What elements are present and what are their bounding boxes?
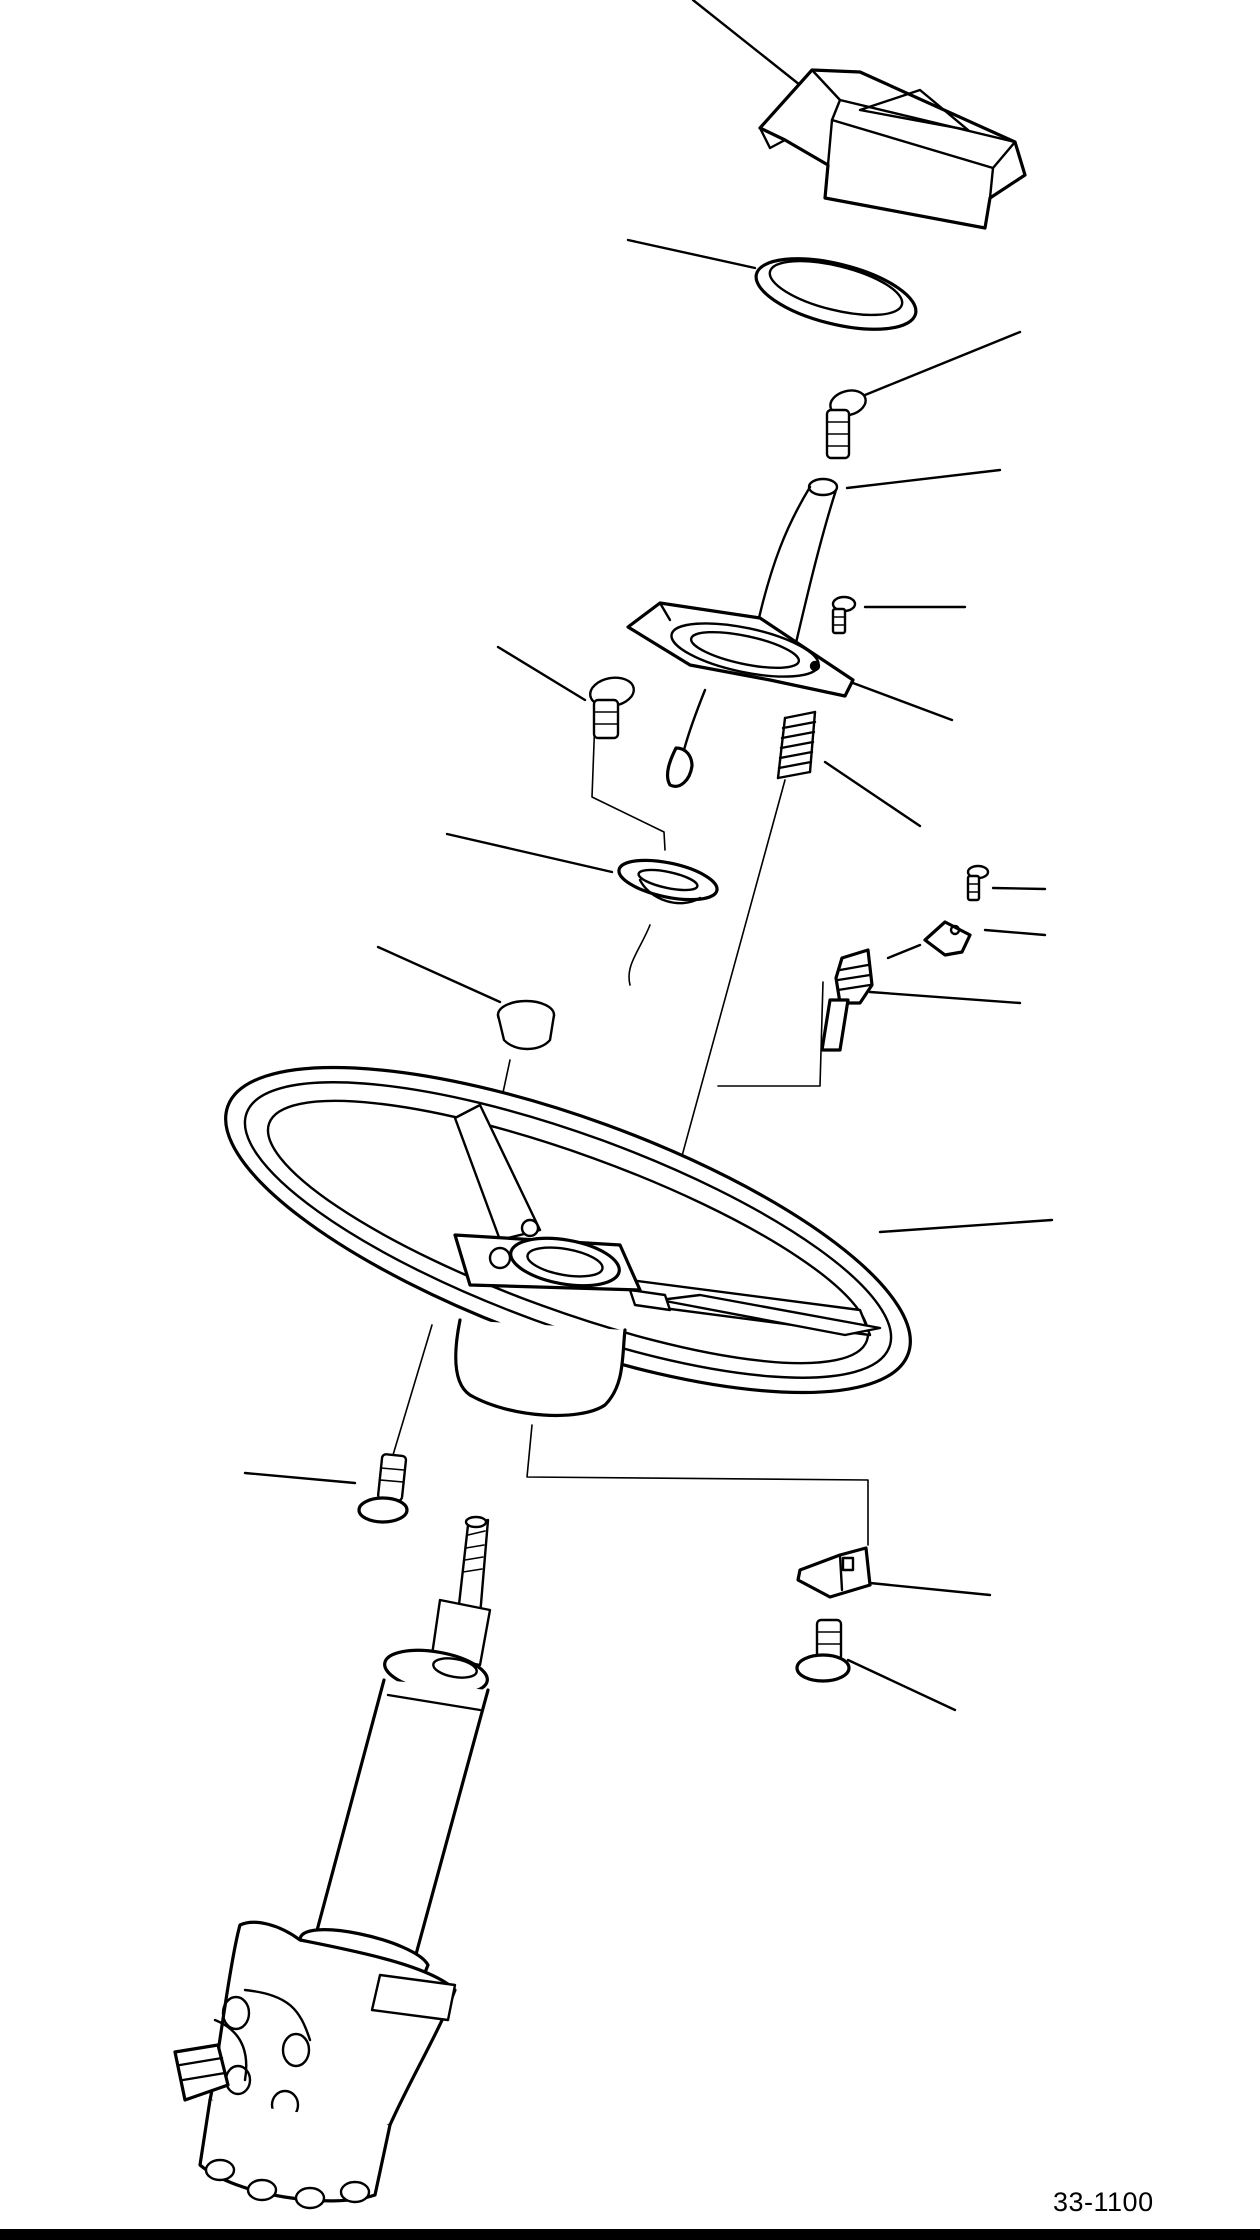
leader-horn-cap xyxy=(626,238,757,270)
leader-switch xyxy=(868,990,1022,1005)
horn-cover xyxy=(758,68,1027,230)
leader-right-screw xyxy=(991,886,1047,891)
leader-screw-left xyxy=(496,645,587,702)
horn-cap xyxy=(754,257,918,331)
leader-horn-cover xyxy=(691,0,802,87)
leader-bolt-lower xyxy=(846,1658,957,1712)
nut xyxy=(357,1453,409,1524)
steering-column xyxy=(173,1515,492,2210)
leader-right-clip xyxy=(983,928,1047,937)
leader-bracket xyxy=(868,1581,992,1597)
leader-tube-top xyxy=(845,468,1002,490)
leader-contact-plate xyxy=(843,678,954,722)
contact-ring xyxy=(617,858,719,905)
leader-plug xyxy=(376,945,502,1004)
bolt-lower xyxy=(795,1618,851,1683)
wire-terminal xyxy=(665,688,707,788)
leader-contact-ring xyxy=(445,832,614,874)
bottom-rule xyxy=(0,2229,1260,2240)
leader-screw-upper xyxy=(863,330,1022,397)
steering-wheel xyxy=(224,1065,912,1418)
small-screw xyxy=(831,595,857,635)
leader-nut xyxy=(243,1471,357,1485)
leader-spring xyxy=(823,760,922,828)
figure-number: 33-1100 xyxy=(1053,2187,1154,2217)
bracket xyxy=(796,1546,872,1599)
leader-lines xyxy=(243,0,1054,1712)
screw-left xyxy=(588,676,636,740)
contact-tube xyxy=(626,477,855,698)
switch-assembly xyxy=(820,864,990,1052)
plug xyxy=(496,999,556,1051)
leader-wheel xyxy=(878,1218,1054,1234)
screw-upper xyxy=(825,389,867,460)
spring xyxy=(776,710,817,780)
